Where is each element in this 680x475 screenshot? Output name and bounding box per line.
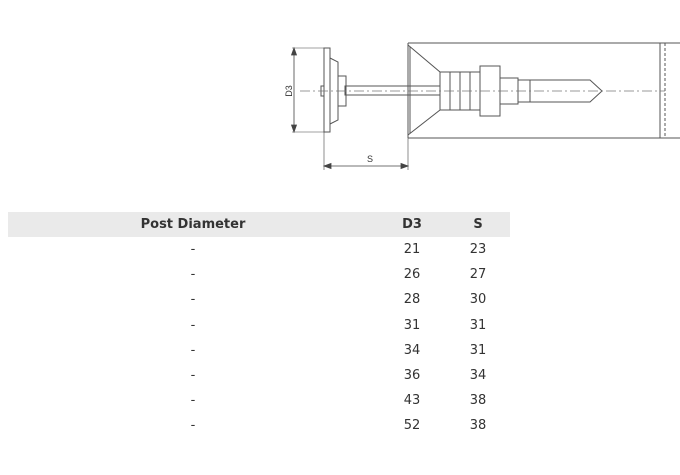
cell-post-diameter: - xyxy=(190,393,196,409)
cell-d3: 52 xyxy=(403,418,421,434)
header-post-diameter: Post Diameter xyxy=(8,212,378,237)
dimension-d3-label: D3 xyxy=(284,85,294,97)
cell-s: 38 xyxy=(469,418,487,434)
table-row: - 36 34 xyxy=(8,363,510,388)
header-d3: D3 xyxy=(378,212,446,237)
cell-d3: 21 xyxy=(403,242,421,258)
table-row: - 26 27 xyxy=(8,262,510,287)
cell-post-diameter: - xyxy=(190,242,196,258)
cell-s: 31 xyxy=(469,342,487,358)
cell-d3: 28 xyxy=(403,292,421,308)
cone-plug xyxy=(407,44,441,136)
cell-s: 30 xyxy=(469,292,487,308)
post-tube xyxy=(407,42,680,139)
table-row: - 28 30 xyxy=(8,287,510,312)
table-row: - 34 31 xyxy=(8,338,510,363)
table-header-row: Post Diameter D3 S xyxy=(8,212,510,237)
cell-post-diameter: - xyxy=(190,418,196,434)
cell-d3: 31 xyxy=(403,317,421,333)
cell-s: 31 xyxy=(469,317,487,333)
cell-d3: 43 xyxy=(403,393,421,409)
header-s: S xyxy=(446,212,510,237)
cell-s: 23 xyxy=(469,242,487,258)
dimension-d3 xyxy=(290,46,324,134)
dimension-s xyxy=(322,132,410,170)
cell-d3: 26 xyxy=(403,267,421,283)
cell-s: 34 xyxy=(469,368,487,384)
cell-s: 38 xyxy=(469,393,487,409)
spec-table: Post Diameter D3 S - 21 23 - 26 27 - 28 … xyxy=(8,212,510,439)
table-row: - 52 38 xyxy=(8,413,510,438)
table-row: - 31 31 xyxy=(8,313,510,338)
cell-d3: 34 xyxy=(403,342,421,358)
table-row: - 43 38 xyxy=(8,388,510,413)
cell-post-diameter: - xyxy=(190,342,196,358)
cell-post-diameter: - xyxy=(190,292,196,308)
cell-post-diameter: - xyxy=(190,368,196,384)
cell-d3: 36 xyxy=(403,368,421,384)
cell-s: 27 xyxy=(469,267,487,283)
cell-post-diameter: - xyxy=(190,267,196,283)
threaded-bolt xyxy=(344,65,603,117)
dimension-s-label: S xyxy=(367,154,373,164)
end-cap xyxy=(320,47,347,133)
table-row: - 21 23 xyxy=(8,237,510,262)
technical-drawing: D3 S xyxy=(284,42,680,170)
cell-post-diameter: - xyxy=(190,317,196,333)
